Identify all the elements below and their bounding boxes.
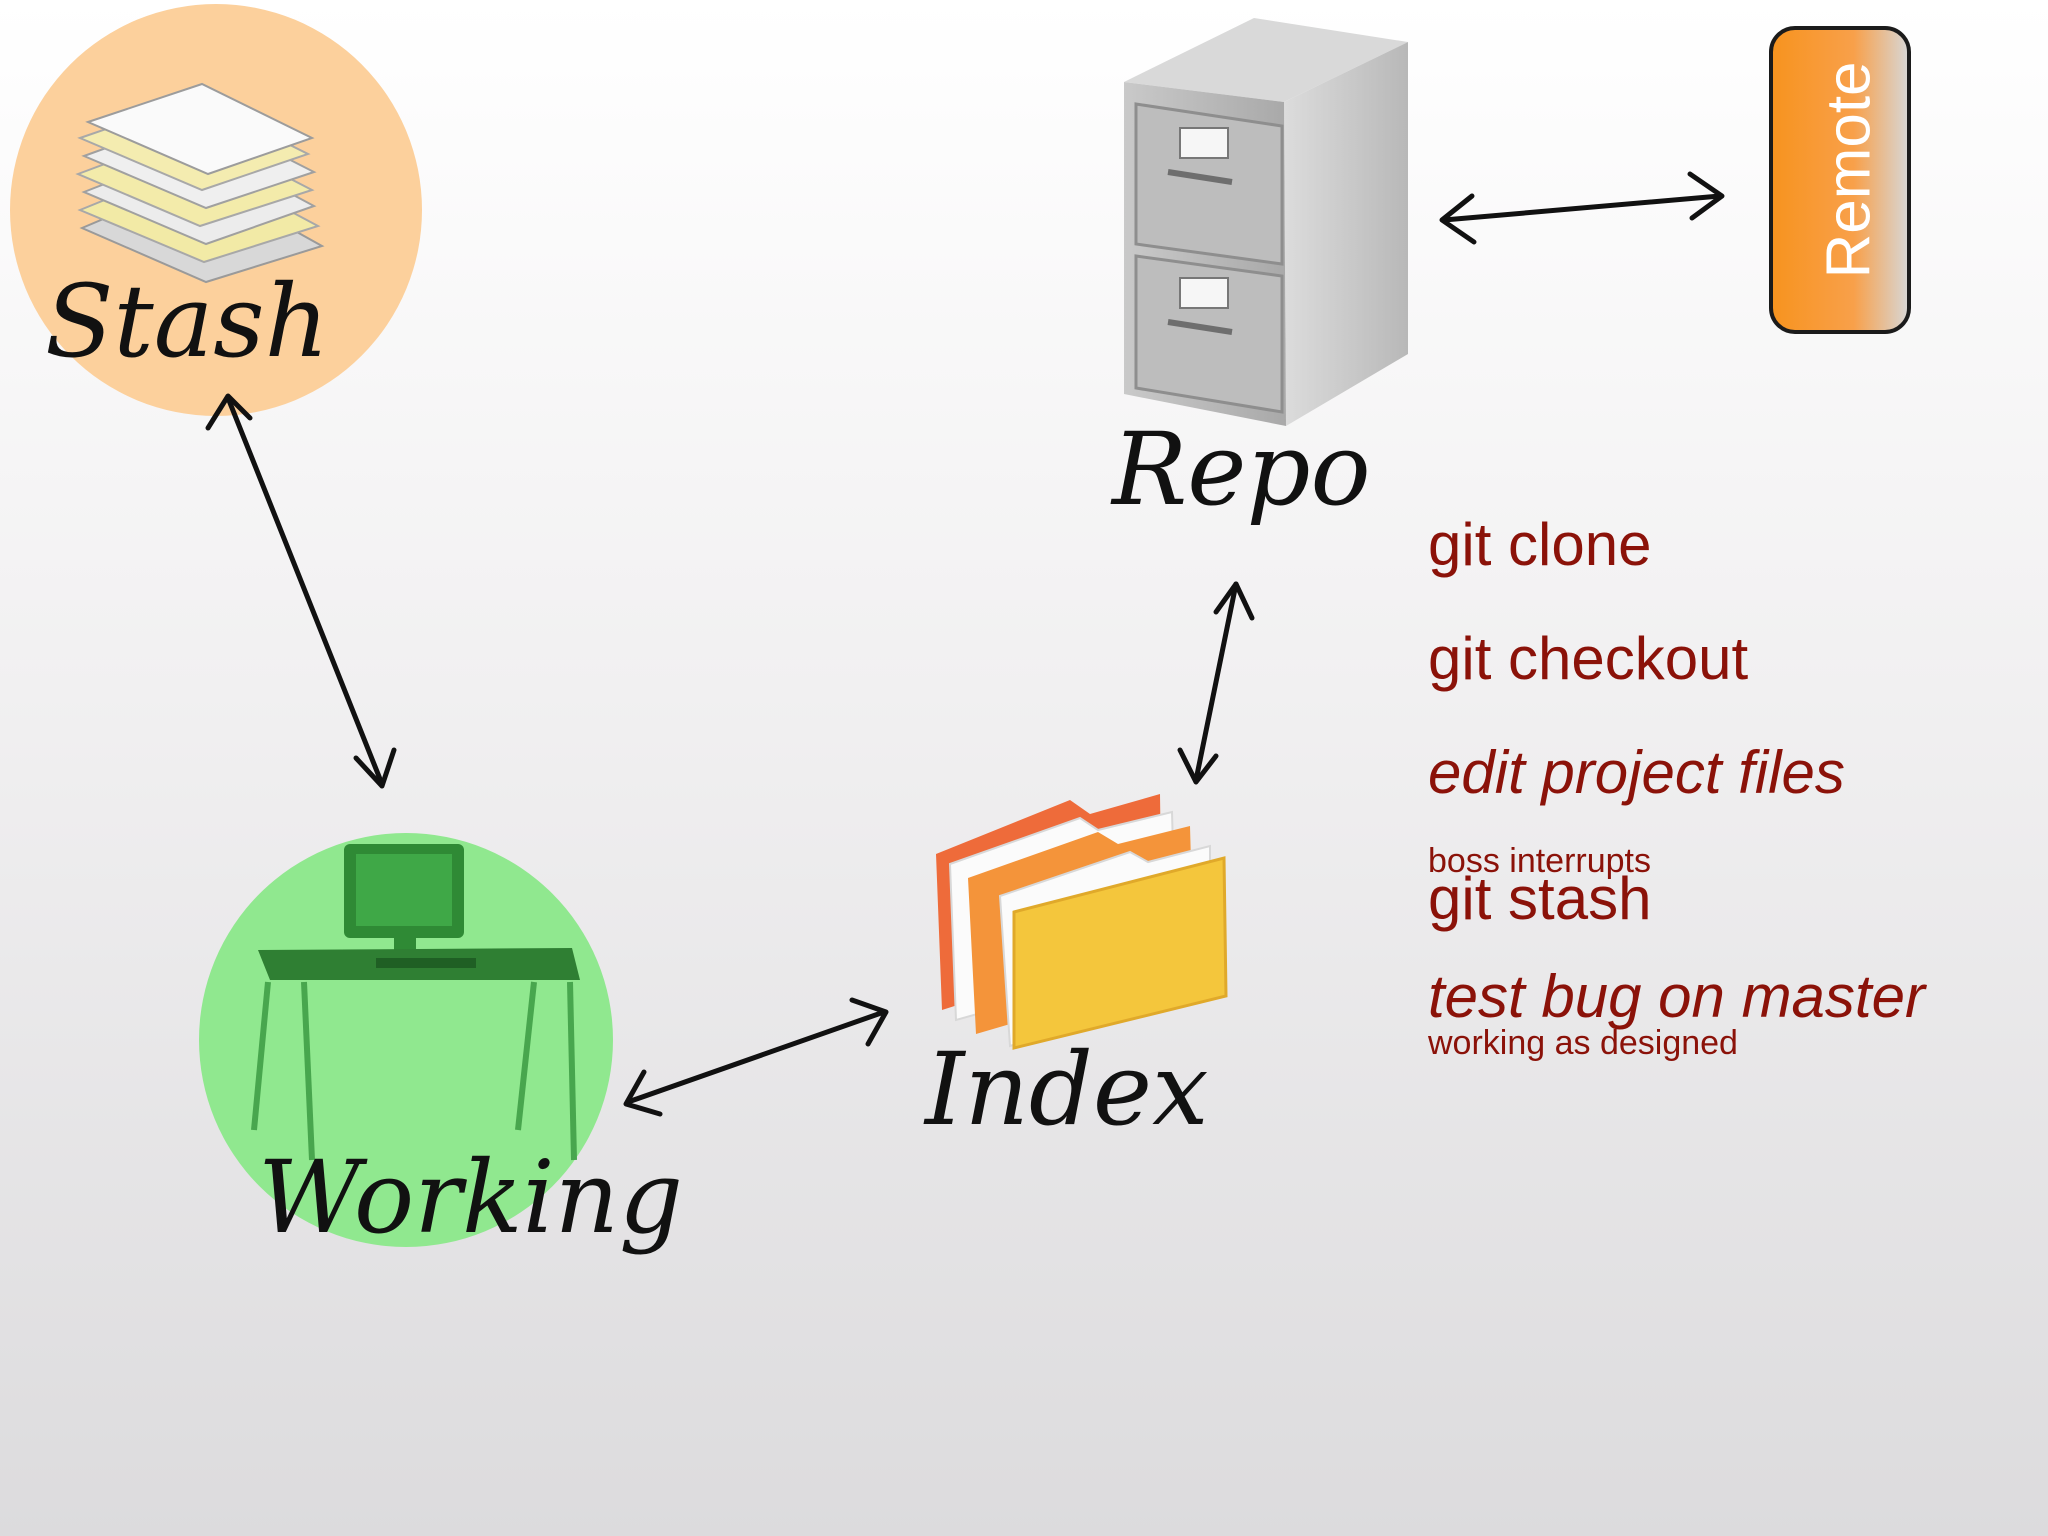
index-label: Index <box>923 1031 1209 1148</box>
remote-node <box>1769 26 1911 334</box>
remote-label: Remote <box>1814 61 1884 279</box>
paper-stack-icon <box>75 82 325 284</box>
step-git-checkout: git checkout <box>1428 625 1749 692</box>
step-edit-project-files: edit project files <box>1428 739 1845 806</box>
file-cabinet-icon <box>1124 18 1408 426</box>
arrow-stash-working <box>205 393 397 789</box>
stash-node: Stash <box>10 4 422 416</box>
step-git-stash: git stash <box>1428 865 1652 932</box>
step-working-as-designed: working as designed <box>1428 1024 1738 1062</box>
repo-node: Repo <box>1110 18 1408 528</box>
step-boss-interrupts: boss interrupts <box>1428 842 1651 880</box>
arrow-repo-remote <box>1439 171 1725 245</box>
step-git-clone: git clone <box>1428 511 1652 578</box>
folder-icon <box>936 794 1228 1050</box>
working-label: Working <box>258 1139 683 1256</box>
arrow-index-repo <box>1177 581 1255 785</box>
desk-computer-icon <box>251 844 580 1161</box>
index-node: Index <box>923 794 1228 1148</box>
remote-box <box>1769 26 1911 334</box>
stash-label: Stash <box>45 263 329 380</box>
working-circle <box>199 833 613 1247</box>
working-node: Working <box>199 833 683 1256</box>
arrow-working-index <box>623 997 889 1117</box>
repo-label: Repo <box>1110 411 1371 528</box>
step-test-bug-on-master: test bug on master <box>1428 963 1925 1030</box>
